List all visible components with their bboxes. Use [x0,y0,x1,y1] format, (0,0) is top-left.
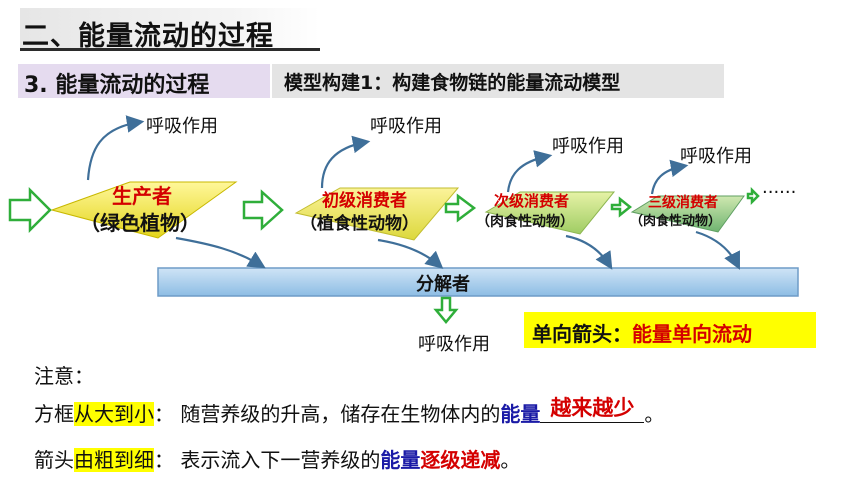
note-line-1: 方框从大到小： 随营养级的升高，储存在生物体内的能量越来越少。 [34,396,665,429]
note2-prefix: 箭头 [34,448,74,472]
note-line-2: 箭头由粗到细： 表示流入下一营养级的能量逐级递减。 [34,444,520,473]
consumer3-respiration-label: 呼吸作用 [680,146,752,167]
decomposer-bar [157,267,799,297]
producer-box [50,181,238,239]
note1-answer: 越来越少 [550,396,635,420]
callout-text: 单向箭头：能量单向流动 [532,318,752,347]
notes-heading: 注意： [34,364,94,388]
note1-prefix: 方框 [34,402,74,426]
callout-box [524,312,816,348]
consumer2-detail: （肉食性动物） [476,214,574,230]
note2-end: 。 [500,448,521,472]
consumer2-respiration-label: 呼吸作用 [552,136,624,157]
consumer3-detail: （肉食性动物） [630,214,722,229]
consumer1-to-decomposer-arrow [377,238,444,269]
flow-arrow-4 [746,186,760,206]
model-title-box [272,64,724,98]
chain-ellipsis: ······ [762,182,797,203]
consumer3-respiration-arrow [650,159,689,195]
consumer2-box [484,191,616,235]
consumer1-respiration-arrow [320,135,371,189]
consumer3-name: 三级消费者 [648,195,718,211]
note1-answer-blank: 越来越少 [540,392,645,423]
note2-text: ： 表示流入下一营养级的 [154,448,381,472]
decomposer-respiration-arrow [433,296,459,324]
consumer2-to-decomposer-arrow [565,234,613,270]
flow-arrow-1 [242,189,284,231]
consumer2-name: 次级消费者 [494,192,570,210]
consumer1-name: 初级消费者 [322,191,407,211]
producer-respiration-label: 呼吸作用 [146,116,218,137]
subtitle-box [18,64,270,98]
note1-highlight: 从大到小 [74,402,154,426]
consumer1-box [294,187,460,241]
note2-highlight: 由粗到细 [74,448,154,472]
consumer3-to-decomposer-arrow [695,230,740,270]
flow-arrow-3 [610,196,633,218]
callout-prefix: 单向箭头： [532,322,632,346]
title-bar [20,8,320,48]
section-title: 二、能量流动的过程 [22,21,274,52]
flow-arrow-2 [444,193,477,223]
decomposer-label: 分解者 [416,274,470,295]
consumer3-box [630,195,745,233]
consumer1-detail: （植食性动物） [300,214,419,234]
note1-end: 。 [644,402,665,426]
subtitle: 3. 能量流动的过程 [24,73,210,98]
model-title: 模型构建1：构建食物链的能量流动模型 [284,72,621,94]
producer-detail: （绿色植物） [80,211,200,235]
producer-to-decomposer-arrow [175,236,266,269]
consumer2-respiration-arrow [506,150,553,193]
note2-answer: 逐级递减 [420,448,501,472]
producer-respiration-arrow [86,115,145,181]
note1-keyword: 能量 [500,402,541,426]
note2-keyword: 能量 [380,448,421,472]
callout-highlight: 能量单向流动 [632,322,752,346]
title-underline [20,48,320,51]
consumer1-respiration-label: 呼吸作用 [370,116,442,137]
note1-text: ： 随营养级的升高，储存在生物体内的 [154,402,501,426]
energy-input-arrow [8,186,52,234]
decomposer-respiration-label: 呼吸作用 [418,334,490,355]
producer-name: 生产者 [112,184,172,208]
